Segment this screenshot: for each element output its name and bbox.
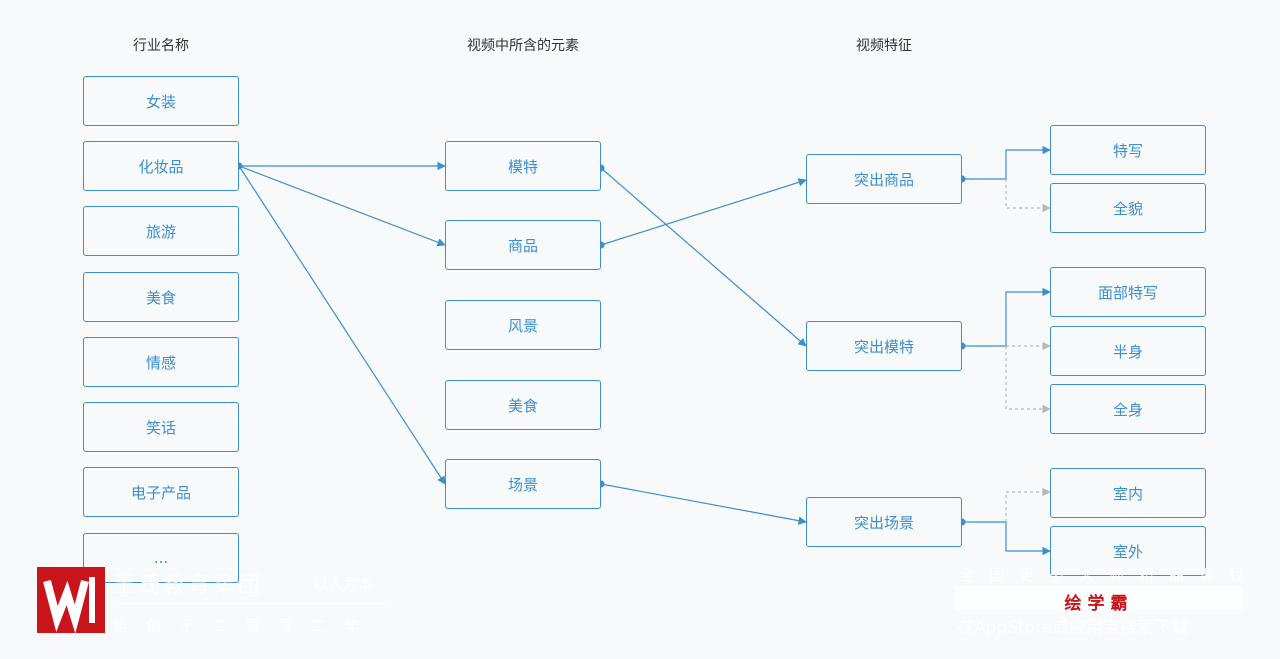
element-node: 商品 (445, 220, 601, 270)
link-cosmetics-product (238, 165, 446, 247)
feature-node: 突出商品 (806, 154, 962, 204)
watermark-divider (113, 603, 391, 604)
shot-node: 全貌 (1050, 183, 1206, 233)
watermark-brand-bar (955, 586, 1243, 610)
element-node: 美食 (445, 380, 601, 430)
shot-node: 室内 (1050, 468, 1206, 518)
watermark-brand: 绘学霸 (1064, 594, 1134, 614)
shot-node: 面部特写 (1050, 267, 1206, 317)
col-title-features: 视频特征 (856, 38, 912, 54)
element-node: 场景 (445, 459, 601, 509)
industry-node: 化妆品 (83, 141, 239, 191)
watermark-courses: 全国更多大师精品课程 (959, 566, 1260, 584)
feature-node: 突出模特 (806, 321, 962, 371)
watermark-download: 在AppStore或应用宝搜索下载 (957, 618, 1189, 638)
brand-logo (37, 567, 105, 634)
industry-node: 旅游 (83, 206, 239, 256)
logo-w-icon (43, 577, 95, 634)
element-node: 风景 (445, 300, 601, 350)
link-hm-full-body (1005, 346, 1051, 414)
link-hp-closeup (962, 145, 1051, 180)
industry-node: 情感 (83, 337, 239, 387)
link-hp-full-view (1005, 179, 1051, 213)
link-product-highlight-product (600, 178, 807, 246)
link-model-highlight-model (600, 167, 807, 347)
shot-node: 特写 (1050, 125, 1206, 175)
watermark-slogan: 以人为本 (313, 575, 374, 593)
industry-node: ... (83, 533, 239, 583)
link-hs-outdoor (962, 521, 1051, 556)
shot-node: 室外 (1050, 526, 1206, 576)
industry-node: 美食 (83, 272, 239, 322)
industry-node: 女装 (83, 76, 239, 126)
watermark-left: 王氏教育集团 以人为本 始创于二零零二年 (37, 567, 397, 637)
watermark-founded: 始创于二零零二年 (113, 617, 378, 635)
shot-node: 半身 (1050, 326, 1206, 376)
link-cosmetics-scene (238, 165, 446, 485)
industry-node: 电子产品 (83, 467, 239, 517)
link-scene-highlight-scene (600, 483, 807, 525)
watermark-right: 全国更多大师精品课程 绘学霸 在AppStore或应用宝搜索下载 (955, 562, 1245, 638)
industry-node: 笑话 (83, 402, 239, 452)
watermark-company-name: 王氏教育集团 (113, 573, 264, 598)
feature-node: 突出场景 (806, 497, 962, 547)
shot-node: 全身 (1050, 384, 1206, 434)
link-hm-face (962, 287, 1051, 347)
link-hs-indoor (1005, 487, 1051, 522)
col-title-industry: 行业名称 (133, 38, 189, 54)
element-node: 模特 (445, 141, 601, 191)
col-title-elements: 视频中所含的元素 (467, 38, 579, 54)
